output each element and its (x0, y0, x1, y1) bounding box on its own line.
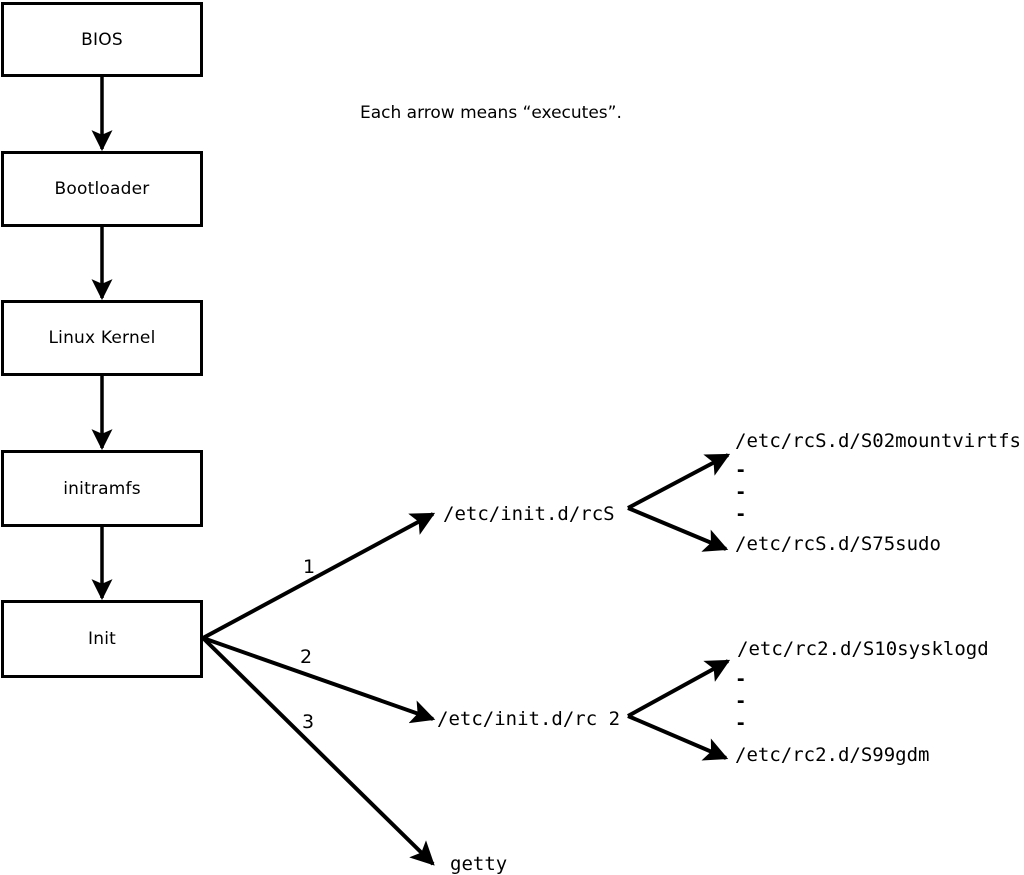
branch-number-1: 1 (303, 556, 316, 578)
rc2-ellipsis-dash-2: - (735, 690, 747, 712)
rcs-ellipsis-dash-3: - (735, 503, 747, 525)
branch-number-2: 2 (300, 646, 313, 668)
node-etc-init-d-rc-2[interactable]: /etc/init.d/rc 2 (437, 708, 621, 730)
node-bootloader[interactable]: Bootloader (1, 151, 203, 227)
node-rcs-last-script[interactable]: /etc/rcS.d/S75sudo (735, 533, 941, 555)
rcs-ellipsis-dash-1: - (735, 459, 747, 481)
node-linux-kernel-label: Linux Kernel (48, 328, 156, 348)
arrow-init-to-getty (201, 636, 435, 866)
node-getty[interactable]: getty (450, 853, 508, 875)
node-bios[interactable]: BIOS (1, 2, 203, 77)
node-rcs-first-script[interactable]: /etc/rcS.d/S02mountvirtfs (735, 430, 1021, 452)
arrow-rc2-to-first-script (627, 659, 731, 718)
arrow-rc2-to-last-script (627, 714, 729, 761)
arrow-rcs-to-first-script (627, 453, 731, 510)
branch-number-3: 3 (302, 711, 315, 733)
node-init-label: Init (88, 629, 116, 649)
arrow-rcs-to-last-script (627, 506, 729, 552)
node-rc2-first-script[interactable]: /etc/rc2.d/S10sysklogd (737, 638, 989, 660)
rc2-ellipsis-dash-3: - (735, 712, 747, 734)
rc2-ellipsis-dash-1: - (735, 668, 747, 690)
arrow-init-to-rc2 (202, 636, 436, 724)
node-linux-kernel[interactable]: Linux Kernel (1, 300, 203, 376)
node-etc-init-d-rcs[interactable]: /etc/init.d/rcS (443, 503, 615, 525)
node-rc2-last-script[interactable]: /etc/rc2.d/S99gdm (735, 744, 930, 766)
rcs-ellipsis-dash-2: - (735, 481, 747, 503)
node-initramfs-label: initramfs (63, 478, 141, 499)
legend-note: Each arrow means “executes”. (360, 103, 622, 123)
node-bootloader-label: Bootloader (54, 179, 150, 199)
node-bios-label: BIOS (81, 29, 123, 50)
node-init[interactable]: Init (1, 600, 203, 678)
arrow-init-to-rcs (202, 512, 436, 640)
node-initramfs[interactable]: initramfs (1, 450, 203, 527)
